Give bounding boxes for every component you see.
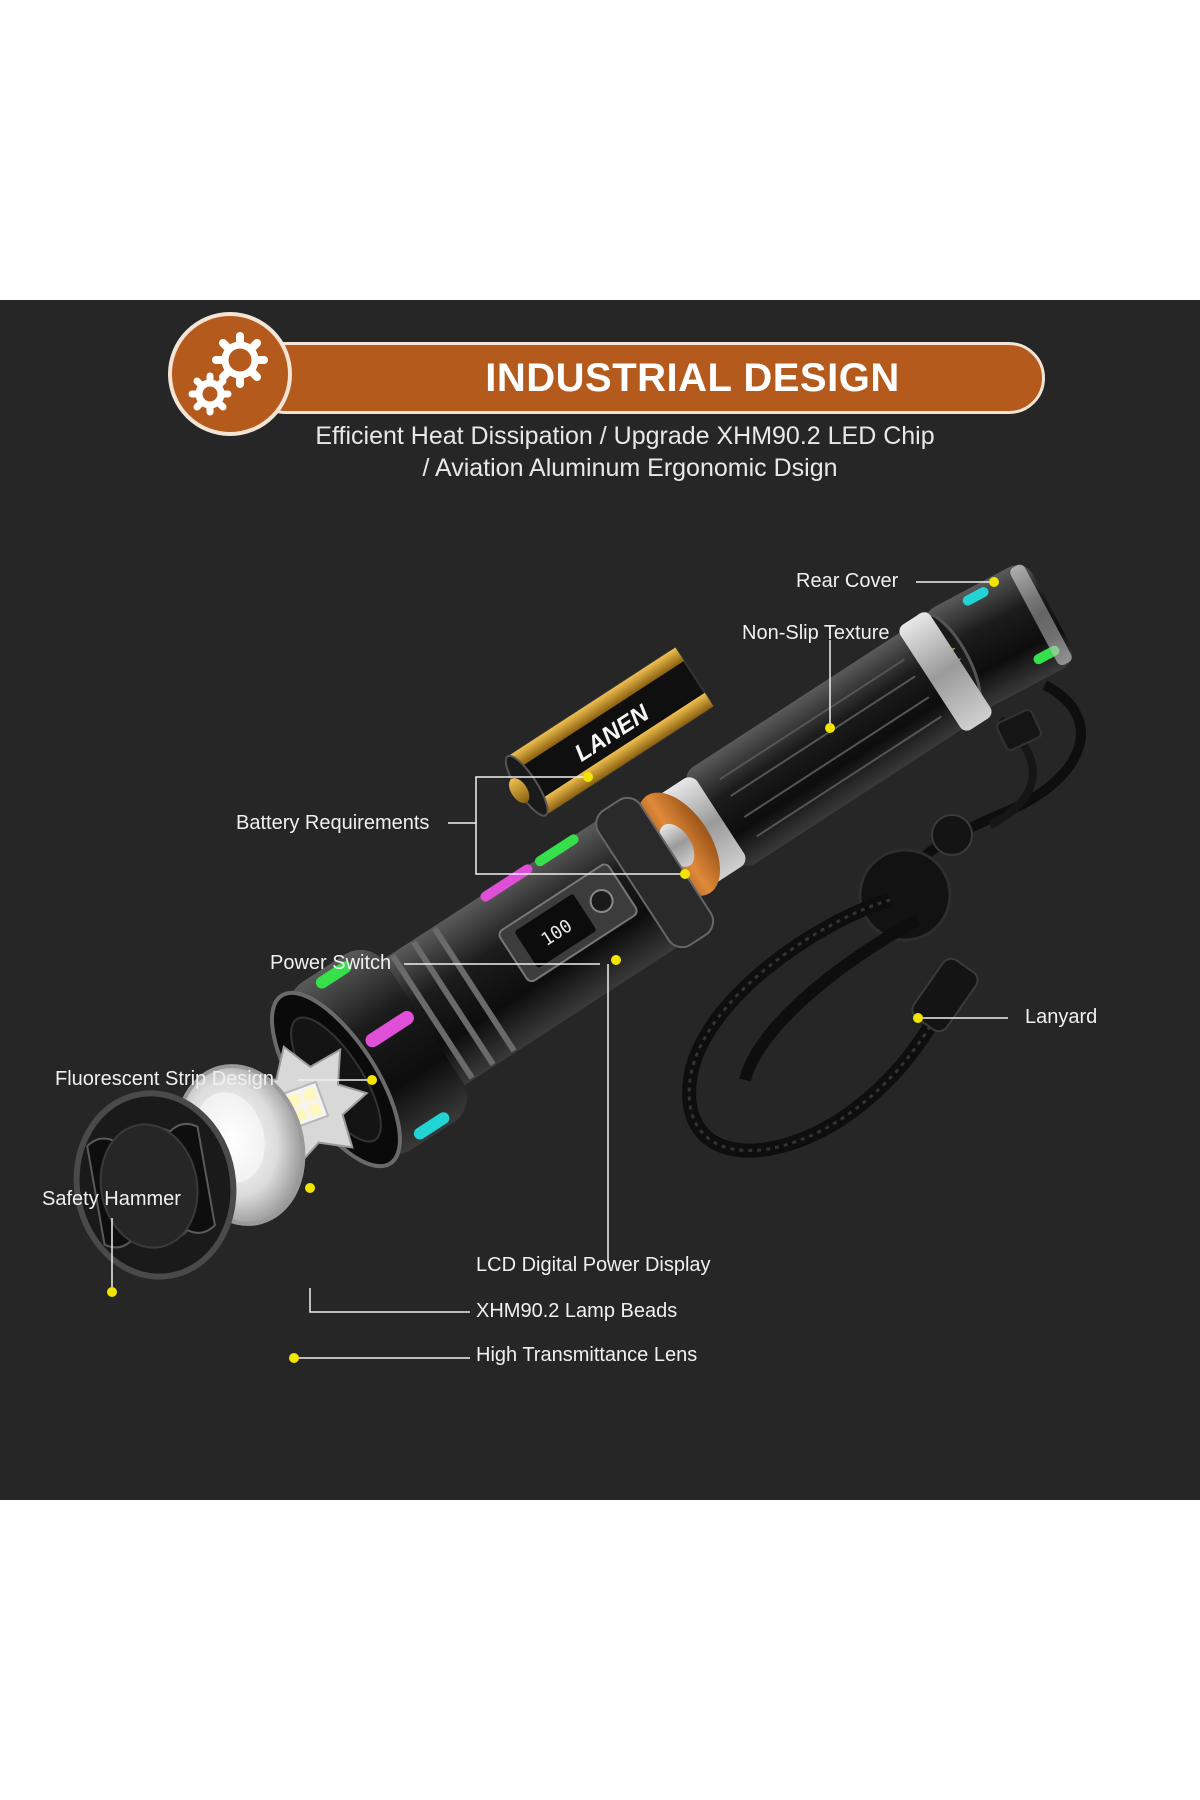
flashlight-head: 100 bbox=[269, 796, 715, 1169]
callout-lines bbox=[111, 581, 1008, 1359]
title-banner: INDUSTRIAL DESIGN bbox=[250, 342, 1045, 414]
banner-title: INDUSTRIAL DESIGN bbox=[485, 355, 900, 400]
callout-lamp-beads: XHM90.2 Lamp Beads bbox=[476, 1300, 678, 1322]
subtitle-line-1: Efficient Heat Dissipation / Upgrade XHM… bbox=[315, 422, 935, 450]
battery: LANEN bbox=[504, 647, 714, 817]
callout-battery-requirements: Battery Requirements bbox=[236, 812, 430, 834]
callout-rear-cover: Rear Cover bbox=[796, 570, 899, 592]
callout-non-slip-texture: Non-Slip Texture bbox=[742, 622, 890, 644]
callout-fluorescent-strip: Fluorescent Strip Design bbox=[55, 1068, 274, 1090]
subtitle-line-2: / Aviation Aluminum Ergonomic Dsign bbox=[422, 454, 838, 482]
gears-icon bbox=[168, 312, 292, 436]
exploded-flashlight-illustration: LANEN 100 bbox=[73, 564, 1086, 1363]
callout-power-switch: Power Switch bbox=[270, 952, 392, 974]
callout-lens: High Transmittance Lens bbox=[476, 1344, 698, 1366]
callout-safety-hammer: Safety Hammer bbox=[42, 1188, 181, 1210]
callout-lcd-display: LCD Digital Power Display bbox=[476, 1254, 711, 1276]
product-diagram-panel: INDUSTRIAL DESIGN Effi bbox=[0, 300, 1200, 1500]
safety-hammer-bezel bbox=[73, 1090, 237, 1280]
callout-dots bbox=[107, 577, 999, 1363]
callout-lanyard: Lanyard bbox=[1025, 1006, 1098, 1028]
lanyard bbox=[682, 680, 1086, 1158]
